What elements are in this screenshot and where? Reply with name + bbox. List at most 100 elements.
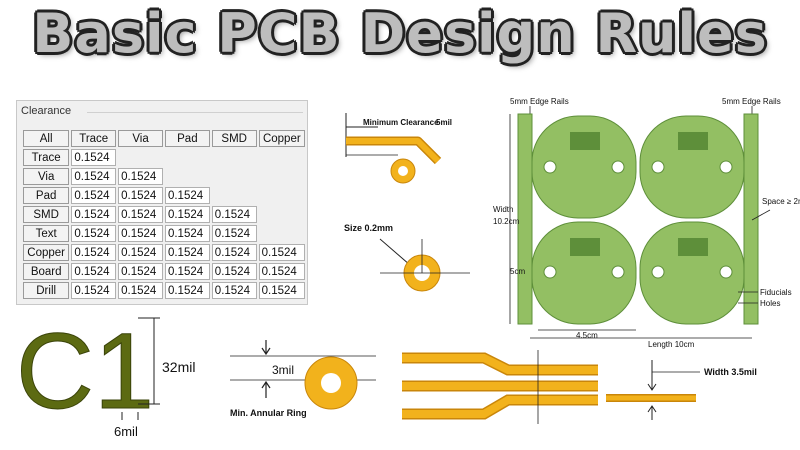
- column-header-via[interactable]: Via: [118, 130, 163, 147]
- edge-rail-right-label: 5mm Edge Rails: [722, 97, 781, 106]
- empty-cell: [212, 168, 257, 185]
- edge-rail-left: [517, 113, 533, 325]
- clearance-cell[interactable]: 0.1524: [211, 263, 257, 280]
- clearance-cell[interactable]: 0.1524: [118, 168, 163, 185]
- mounting-hole: [543, 265, 557, 279]
- pcb-board: [531, 115, 637, 219]
- table-row: Pad 0.1524 0.1524 0.1524: [23, 187, 305, 204]
- clearance-cell[interactable]: 0.1524: [164, 206, 210, 223]
- leader-line: [751, 209, 771, 221]
- mounting-hole: [651, 265, 665, 279]
- trace-width-diagram: Width 3.5mil: [606, 360, 757, 420]
- min-clearance-label: Minimum Clearance: [363, 118, 439, 127]
- mounting-hole: [611, 160, 625, 174]
- drill-hole: [321, 373, 341, 393]
- clearance-cell[interactable]: 0.1524: [118, 225, 163, 242]
- row-header-board[interactable]: Board: [23, 263, 70, 280]
- silkscreen-height-label: 32mil: [162, 359, 195, 375]
- panel-divider: [87, 112, 303, 113]
- clearance-cell[interactable]: 0.1524: [211, 244, 257, 261]
- clearance-cell[interactable]: 0.1524: [71, 187, 117, 204]
- clearance-cell[interactable]: 0.1524: [71, 263, 117, 280]
- pcb-board: [639, 115, 745, 219]
- column-header-all[interactable]: All: [23, 130, 70, 147]
- column-header-smd[interactable]: SMD: [211, 130, 257, 147]
- clearance-cell[interactable]: 0.1524: [118, 263, 163, 280]
- mounting-hole: [543, 160, 557, 174]
- clearance-cell[interactable]: 0.1524: [258, 244, 305, 261]
- length-label: Length 10cm: [648, 340, 695, 349]
- arrow-down-icon: [647, 360, 657, 391]
- arrow-up-icon: [647, 405, 657, 420]
- row-header-copper[interactable]: Copper: [23, 244, 70, 261]
- clearance-cell[interactable]: 0.1524: [164, 187, 210, 204]
- mounting-hole: [611, 265, 625, 279]
- column-header-trace[interactable]: Trace: [71, 130, 117, 147]
- silkscreen-width-label: 6mil: [114, 424, 138, 439]
- trace-top-fill: [402, 354, 598, 374]
- table-row: Via 0.1524 0.1524: [23, 168, 305, 185]
- clearance-cell[interactable]: 0.1524: [118, 282, 163, 299]
- empty-cell: [165, 168, 210, 185]
- clearance-cell[interactable]: 0.1524: [71, 149, 117, 166]
- row-header-trace[interactable]: Trace: [23, 149, 70, 166]
- pcb-board: [639, 221, 745, 325]
- edge-rail-left-label: 5mm Edge Rails: [510, 97, 569, 106]
- clearance-cell[interactable]: 0.1524: [164, 282, 210, 299]
- silkscreen-text: C1: [16, 310, 154, 431]
- clearance-cell[interactable]: 0.1524: [164, 225, 210, 242]
- clearance-cell[interactable]: 0.1524: [258, 263, 305, 280]
- clearance-cell[interactable]: 0.1524: [71, 206, 117, 223]
- clearance-table: All Trace Via Pad SMD Copper Trace 0.152…: [21, 128, 307, 301]
- ic-footprint: [570, 238, 600, 256]
- empty-cell: [165, 149, 210, 166]
- clearance-cell[interactable]: 0.1524: [211, 206, 257, 223]
- via-size-label: Size 0.2mm: [344, 223, 393, 233]
- trace-routing-diagram: [402, 350, 598, 424]
- clearance-cell[interactable]: 0.1524: [211, 225, 257, 242]
- clearance-cell[interactable]: 0.1524: [118, 244, 163, 261]
- empty-cell: [259, 149, 305, 166]
- edge-rail-right: [743, 113, 759, 325]
- clearance-cell[interactable]: 0.1524: [118, 206, 163, 223]
- board-width-label: 4.5cm: [576, 331, 598, 340]
- trace-segment-fill: [346, 138, 441, 164]
- ic-footprint: [570, 132, 600, 150]
- annular-label: Min. Annular Ring: [230, 408, 307, 418]
- mounting-hole: [719, 160, 733, 174]
- clearance-cell[interactable]: 0.1524: [258, 282, 305, 299]
- via-size-diagram: Size 0.2mm: [344, 223, 470, 292]
- holes-label: Holes: [760, 299, 780, 308]
- arrow-down-icon: [261, 340, 271, 356]
- row-header-via[interactable]: Via: [23, 168, 70, 185]
- clearance-panel-title: Clearance: [21, 105, 72, 117]
- mounting-hole: [719, 265, 733, 279]
- page-title: Basic PCB Design Rules: [32, 2, 768, 65]
- clearance-cell[interactable]: 0.1524: [71, 282, 117, 299]
- clearance-cell[interactable]: 0.1524: [164, 244, 210, 261]
- clearance-cell[interactable]: 0.1524: [118, 187, 163, 204]
- table-row: Text 0.1524 0.1524 0.1524 0.1524: [23, 225, 305, 242]
- via-hole: [398, 166, 408, 176]
- column-header-pad[interactable]: Pad: [164, 130, 210, 147]
- ic-footprint: [678, 132, 708, 150]
- column-header-copper[interactable]: Copper: [258, 130, 305, 147]
- trace-width-label: Width 3.5mil: [704, 367, 757, 377]
- empty-cell: [259, 187, 305, 204]
- arrow-up-icon: [261, 380, 271, 398]
- width-value: 10.2cm: [493, 217, 520, 226]
- row-header-drill[interactable]: Drill: [23, 282, 70, 299]
- clearance-cell[interactable]: 0.1524: [71, 225, 117, 242]
- row-header-text[interactable]: Text: [23, 225, 70, 242]
- min-clearance-value: 5mil: [436, 118, 452, 127]
- row-header-smd[interactable]: SMD: [23, 206, 70, 223]
- clearance-cell[interactable]: 0.1524: [71, 244, 117, 261]
- trace-bottom-fill: [402, 396, 598, 418]
- clearance-cell[interactable]: 0.1524: [211, 282, 257, 299]
- clearance-cell[interactable]: 0.1524: [164, 263, 210, 280]
- min-clearance-diagram: Minimum Clearance 5mil: [345, 113, 452, 184]
- row-header-pad[interactable]: Pad: [23, 187, 70, 204]
- clearance-cell[interactable]: 0.1524: [71, 168, 117, 185]
- empty-cell: [259, 168, 305, 185]
- table-row: Board 0.1524 0.1524 0.1524 0.1524 0.1524: [23, 263, 305, 280]
